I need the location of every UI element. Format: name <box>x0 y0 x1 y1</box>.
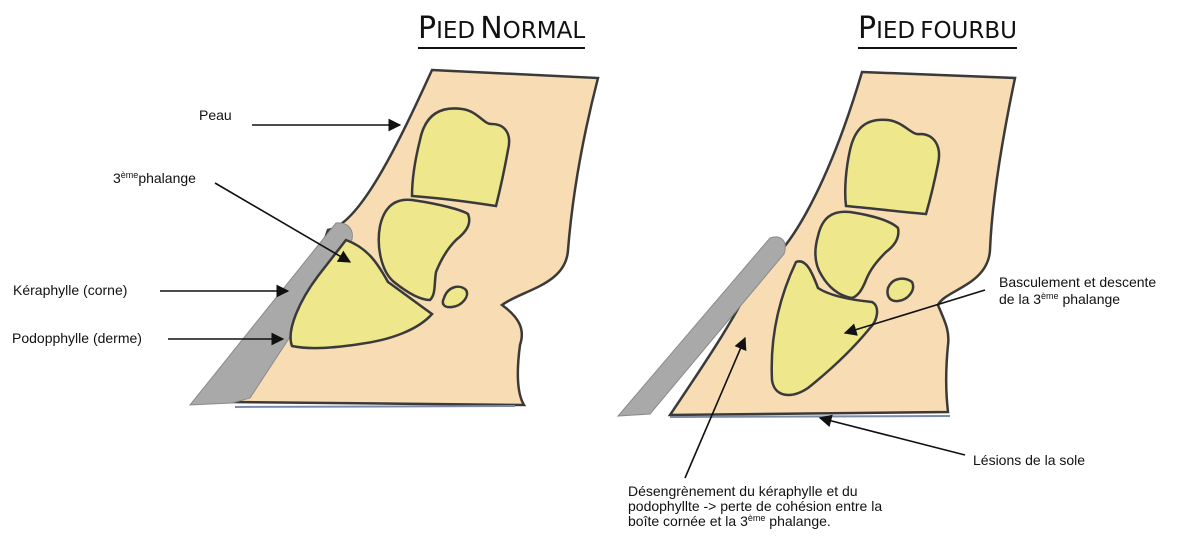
normal-foot <box>190 70 598 407</box>
label-keraphylle: Kéraphylle (corne) <box>13 282 127 299</box>
arrow-lesions <box>820 418 965 455</box>
fourbu-bone-p1 <box>845 120 939 214</box>
label-desengrenement: Désengrènement du kéraphylle et du podop… <box>628 484 882 529</box>
label-lesions-sole: Lésions de la sole <box>973 452 1085 469</box>
normal-ground-line <box>235 406 515 407</box>
arrow-phalange <box>215 183 350 262</box>
label-podophylle: Podopphylle (derme) <box>12 330 142 347</box>
normal-bone-p1 <box>412 108 509 206</box>
title-pied-normal: PIED NORMAL <box>418 14 585 49</box>
label-basculement: Basculement et descente de la 3ème phala… <box>999 274 1156 308</box>
label-peau: Peau <box>199 107 232 124</box>
title-pied-fourbu: PIED FOURBU <box>858 14 1017 49</box>
label-3eme-phalange: 3èmephalange <box>113 170 196 187</box>
fourbu-foot <box>618 72 1015 417</box>
